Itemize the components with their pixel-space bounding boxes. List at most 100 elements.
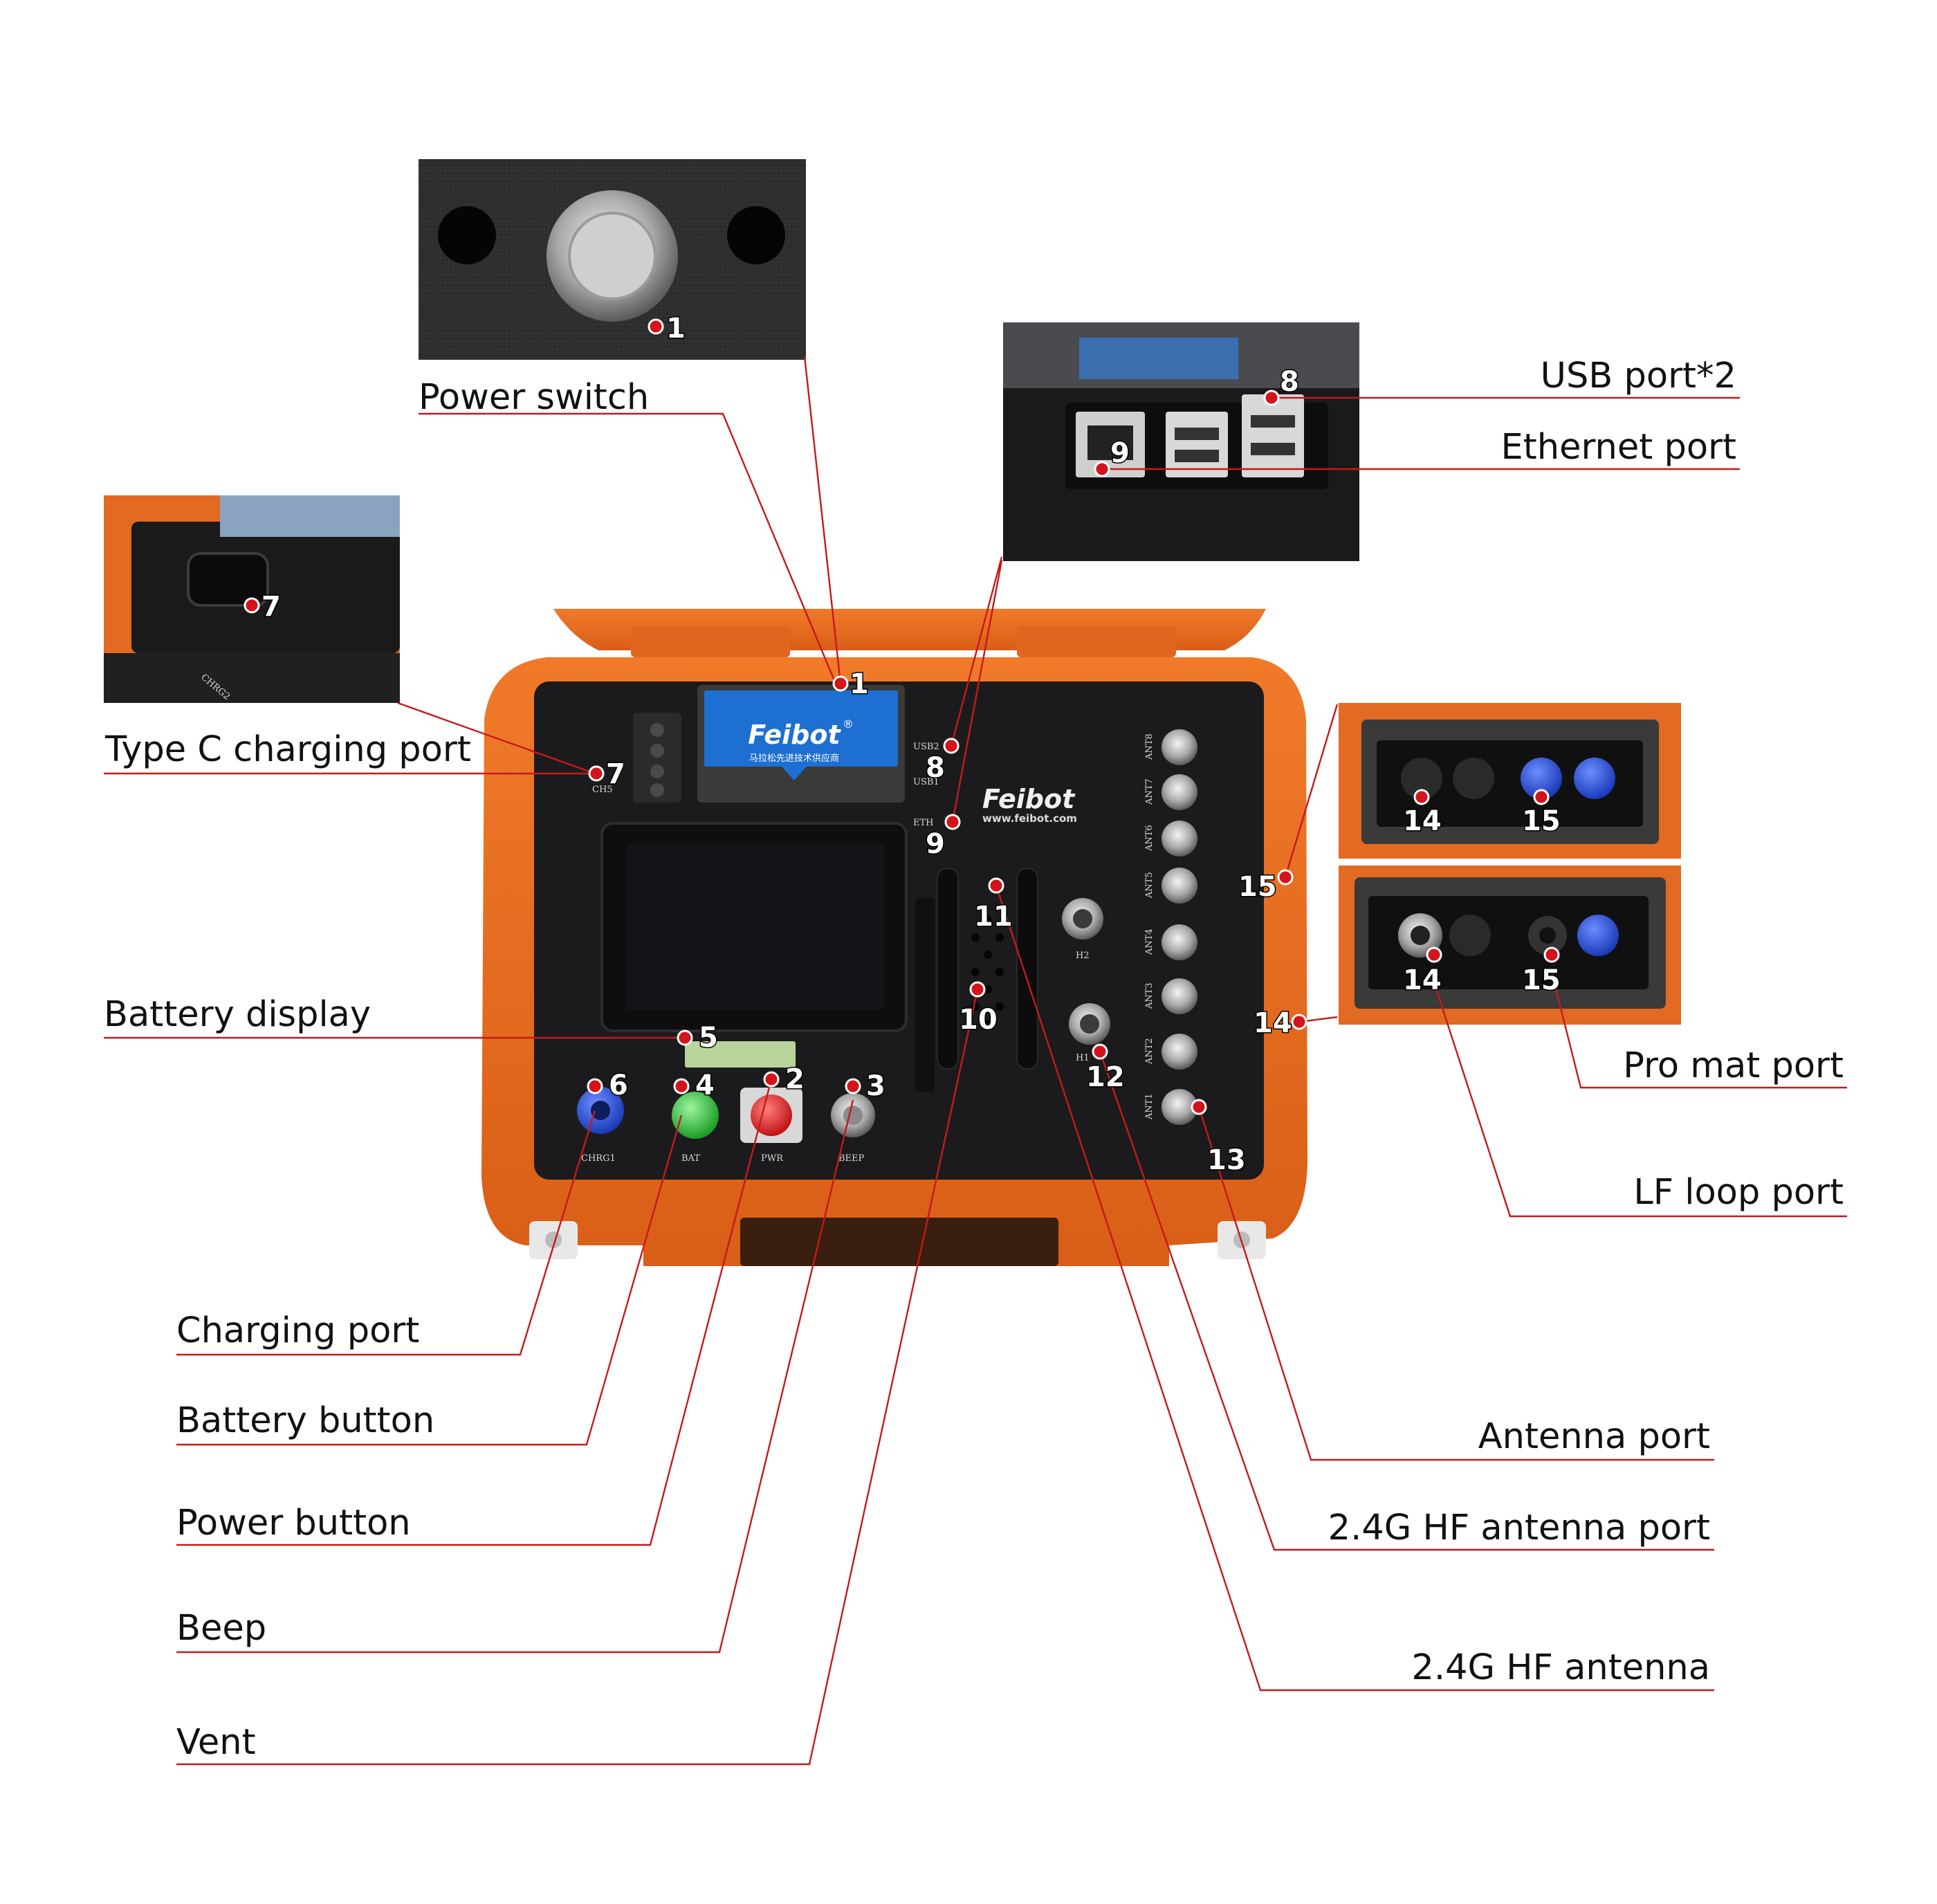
marker-dot — [1543, 946, 1560, 963]
marker-14-top: 14 — [1403, 805, 1442, 837]
pro-mat-connector[interactable] — [1521, 758, 1562, 799]
marker-dot — [832, 675, 849, 692]
hf-antenna-right[interactable] — [1016, 868, 1038, 1070]
vent-slot — [915, 898, 935, 1092]
marker-7: 7 — [606, 758, 625, 790]
marker-1-inset: 1 — [666, 313, 686, 345]
inset-ports-top — [1339, 703, 1681, 859]
ant-connector[interactable] — [1162, 924, 1197, 960]
marker-dot — [1533, 789, 1550, 805]
inset-ports-bottom — [1339, 866, 1681, 1025]
silk-ant1: ANT1 — [1144, 1093, 1155, 1120]
leader-lines — [104, 356, 1847, 1766]
label-charging-port: Charging port — [176, 1310, 419, 1351]
marker-10: 10 — [959, 1004, 998, 1036]
touch-screen-glass — [626, 844, 883, 1010]
marker-9-inset: 9 — [1110, 437, 1130, 469]
connector-cap-blue — [1577, 915, 1619, 956]
marker-15-bottom: 15 — [1522, 964, 1561, 996]
silk-usb1: USB1 — [913, 777, 939, 787]
marker-dot — [677, 1029, 693, 1046]
brand-website: www.feibot.com — [982, 812, 1077, 825]
ant-connector[interactable] — [1162, 868, 1197, 904]
type-c-jack[interactable] — [187, 552, 269, 607]
marker-dot — [1263, 390, 1280, 406]
silk-beep: BEEP — [838, 1153, 865, 1164]
ant-connector[interactable] — [1162, 1034, 1197, 1070]
silk-chrg1: CHRG1 — [581, 1153, 616, 1164]
connector-cap — [1453, 758, 1494, 799]
label-pro-mat-port: Pro mat port — [1623, 1045, 1844, 1086]
marker-dot — [1426, 946, 1442, 963]
mount-hole — [438, 206, 496, 264]
label-battery-display: Battery display — [104, 994, 371, 1035]
screw — [545, 1232, 562, 1248]
marker-15-top: 15 — [1522, 805, 1561, 837]
ant-connector[interactable] — [1162, 1089, 1197, 1125]
silk-h1: H1 — [1076, 1053, 1090, 1063]
silk-ant8: ANT8 — [1144, 733, 1155, 760]
label-lf-loop-port: LF loop port — [1633, 1172, 1844, 1213]
power-switch-cap — [568, 212, 657, 300]
ant-connector[interactable] — [1162, 821, 1197, 857]
mount-hole — [727, 206, 785, 264]
marker-dot — [1277, 869, 1294, 886]
led — [650, 744, 664, 758]
charging-port-chrg1[interactable] — [577, 1087, 624, 1134]
label-usb-port: USB port*2 — [1541, 356, 1736, 396]
battery-button[interactable] — [672, 1092, 719, 1139]
marker-dot — [1413, 789, 1430, 805]
ant-connector[interactable] — [1162, 978, 1197, 1014]
led — [650, 723, 664, 737]
antenna-connectors — [1162, 729, 1197, 1125]
marker-12: 12 — [1086, 1061, 1125, 1093]
marker-2: 2 — [785, 1063, 805, 1095]
led — [650, 765, 664, 778]
label-hf-antenna-port: 2.4G HF antenna port — [1328, 1508, 1710, 1548]
silk-bat: BAT — [681, 1153, 700, 1164]
hinge-left — [631, 626, 790, 657]
brand-tablet: Feibot ® 马拉松先进技术供应商 — [697, 685, 905, 803]
silk-eth: ETH — [913, 818, 934, 828]
marker-5: 5 — [699, 1022, 718, 1054]
marker-14-bottom: 14 — [1403, 964, 1442, 996]
usb-jack-2[interactable] — [1242, 394, 1304, 477]
usb-jack-1[interactable] — [1166, 412, 1228, 477]
marker-8: 8 — [926, 752, 945, 784]
ant-connector[interactable] — [1162, 729, 1197, 765]
marker-dot — [763, 1071, 780, 1088]
label-beep: Beep — [176, 1608, 266, 1649]
marker-13: 13 — [1207, 1144, 1246, 1176]
silk-h2: H2 — [1076, 951, 1090, 961]
marker-dot — [1191, 1099, 1207, 1115]
marker-dot — [587, 1078, 603, 1095]
silk-ant7: ANT7 — [1144, 778, 1155, 805]
connector-cap — [1449, 915, 1491, 956]
brand-logo-panel: Feibot — [982, 784, 1076, 814]
ant-connector[interactable] — [1162, 774, 1197, 810]
led — [650, 783, 664, 797]
silk-ant5: ANT5 — [1144, 872, 1155, 899]
hf-antenna-left[interactable] — [937, 868, 959, 1070]
connector-cap-blue — [1574, 758, 1615, 799]
callout-labels: Power switch USB port*2 Ethernet port Ty… — [104, 356, 1844, 1763]
lf-loop-connector[interactable] — [1401, 758, 1442, 799]
marker-14-side: 14 — [1254, 1007, 1292, 1039]
silk-ant4: ANT4 — [1144, 928, 1155, 955]
power-button[interactable] — [740, 1088, 802, 1143]
label-power-button: Power button — [176, 1503, 411, 1544]
marker-dot — [244, 597, 260, 614]
hinge-right — [1017, 626, 1176, 657]
h2-connector[interactable] — [1062, 898, 1103, 940]
registered-mark: ® — [843, 717, 854, 731]
silk-ch5: CH5 — [592, 785, 613, 795]
marker-15-side: 15 — [1238, 871, 1277, 903]
label-hf-antenna: 2.4G HF antenna — [1411, 1647, 1710, 1688]
marker-dot — [1094, 461, 1110, 477]
marker-3: 3 — [866, 1070, 885, 1102]
marker-dot — [673, 1078, 690, 1095]
h1-connector[interactable] — [1069, 1003, 1110, 1045]
marker-6: 6 — [609, 1070, 628, 1101]
case: Feibot ® 马拉松先进技术供应商 CH5 USB2 USB1 ETH Fe… — [481, 609, 1307, 1266]
